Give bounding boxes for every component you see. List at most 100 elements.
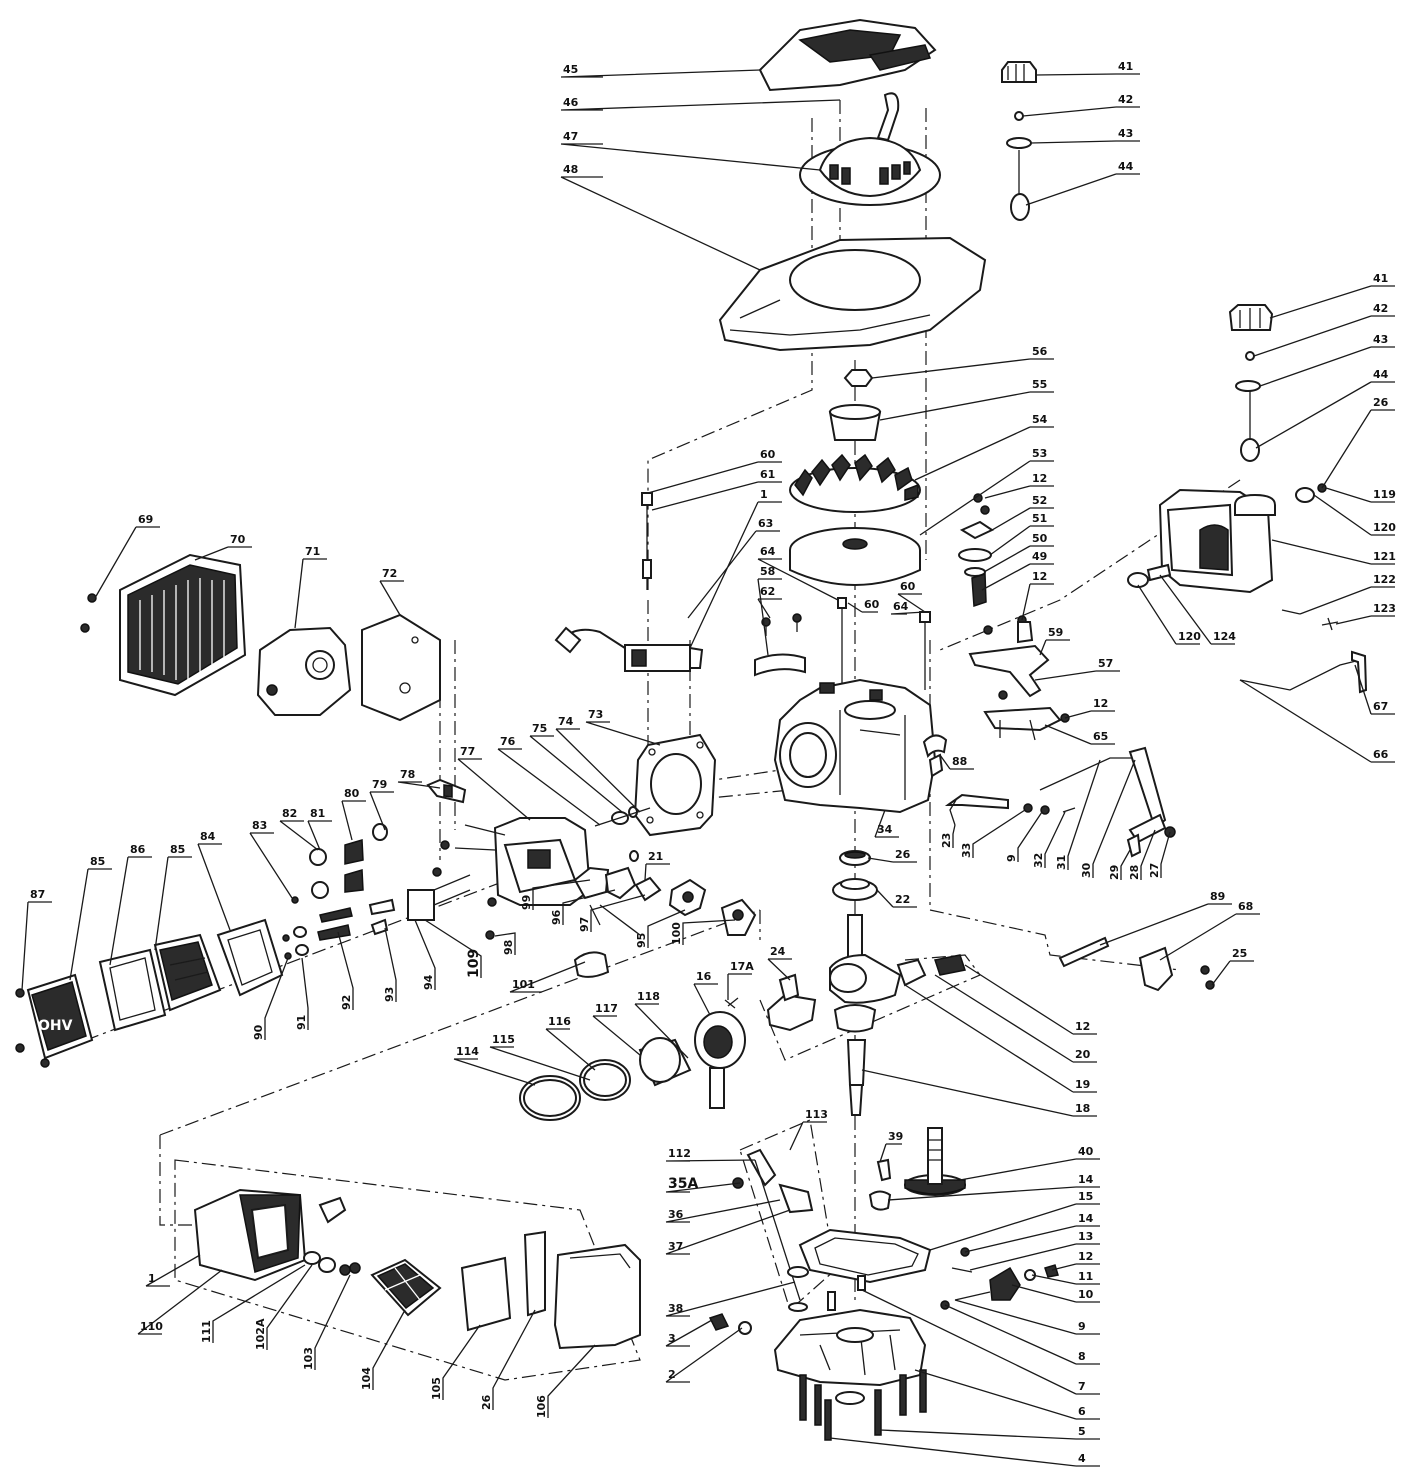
leader-line <box>264 957 289 1040</box>
leader-line <box>972 809 1026 858</box>
callout-95: 95 <box>635 909 686 948</box>
callout-37: 37 <box>665 1209 791 1255</box>
callout-78: 78 <box>397 768 441 789</box>
callout-number: 86 <box>130 843 146 856</box>
callout-number: 60 <box>864 598 880 611</box>
leader-line <box>879 391 1054 421</box>
callout-68: 68 <box>1159 900 1260 961</box>
callout-10: 10 <box>1011 1284 1100 1303</box>
gasket-84 <box>216 918 284 997</box>
callout-number: 56 <box>1032 345 1048 358</box>
callout-50: 50 <box>983 532 1054 573</box>
callout-28: 28 <box>1128 829 1156 880</box>
callout-61: 61 <box>651 468 782 511</box>
bracket-58 <box>754 653 806 677</box>
callout-number: 48 <box>563 163 578 176</box>
callout-5: 5 <box>879 1425 1100 1440</box>
callout-87: 87 <box>21 888 52 991</box>
leader-line <box>1044 811 1066 868</box>
leader-line <box>279 820 319 851</box>
callout-12: 12 <box>1064 697 1115 719</box>
callout-26: 26 <box>867 848 917 863</box>
callout-35A: 35A <box>665 1176 741 1193</box>
callout-41: 41 <box>1035 60 1140 76</box>
callout-24: 24 <box>767 945 792 981</box>
valve-springs <box>291 823 388 904</box>
callout-79: 79 <box>369 778 394 831</box>
callout-121: 121 <box>1271 539 1396 565</box>
leader-line <box>981 563 1054 591</box>
screws-62 <box>761 597 931 690</box>
callout-number: 22 <box>895 893 910 906</box>
leader-line <box>197 843 231 931</box>
callout-number: 24 <box>770 945 786 958</box>
callout-number: 75 <box>532 722 547 735</box>
callout-number: 97 <box>578 917 591 932</box>
callout-13: 13 <box>969 1230 1100 1271</box>
leader-line <box>665 1319 713 1347</box>
leader-line <box>647 909 686 948</box>
callout-25: 25 <box>1211 947 1254 986</box>
callout-64: 64 <box>757 545 839 601</box>
callout-number: 101 <box>512 978 535 991</box>
callout-number: 85 <box>90 855 105 868</box>
callout-41: 41 <box>1269 272 1395 319</box>
callout-number: 69 <box>138 513 153 526</box>
leader-line <box>494 932 516 955</box>
leader-line <box>562 889 616 925</box>
callout-21: 21 <box>644 850 670 881</box>
leader-line <box>644 863 670 881</box>
callout-81: 81 <box>307 807 332 851</box>
callout-46: 46 <box>560 96 841 111</box>
leader-line <box>154 856 192 951</box>
fuel-tank-121 <box>1127 483 1368 694</box>
callout-number: 77 <box>460 745 475 758</box>
callout-number: 38 <box>668 1302 683 1315</box>
leader-line <box>1031 1274 1100 1285</box>
callout-9: 9 <box>1005 811 1043 862</box>
leader-line <box>789 1121 827 1151</box>
leader-line <box>689 501 782 649</box>
leader-line <box>532 879 591 910</box>
callout-58: 58 <box>757 565 782 656</box>
callout-number: 62 <box>760 585 775 598</box>
callout-number: 67 <box>1373 700 1388 713</box>
callout-number: 76 <box>500 735 516 748</box>
callout-number: 43 <box>1118 127 1133 140</box>
callout-1: 1 <box>689 488 782 649</box>
leader-line <box>904 984 1097 1093</box>
leader-line <box>727 973 752 1000</box>
callout-number: 21 <box>648 850 663 863</box>
callout-number: 65 <box>1093 730 1108 743</box>
leader-line <box>944 1304 1100 1365</box>
callout-number: 93 <box>383 987 396 1002</box>
gasket-13 <box>798 1228 932 1284</box>
callout-26: 26 <box>1321 396 1395 489</box>
callout-number: 120 <box>1373 521 1396 534</box>
carburetor-parts <box>573 866 757 978</box>
callout-8: 8 <box>944 1304 1100 1365</box>
leader-line <box>919 460 1054 536</box>
callout-31: 31 <box>1055 759 1101 870</box>
leader-line <box>145 1254 201 1287</box>
callout-number: 70 <box>230 533 246 546</box>
callout-number: 40 <box>1078 1145 1094 1158</box>
callout-1: 1 <box>145 1254 201 1287</box>
leader-line <box>874 809 899 838</box>
callout-124: 124 <box>1159 574 1236 645</box>
leader-line <box>1325 487 1395 503</box>
callout-number: 80 <box>344 787 360 800</box>
callout-60: 60 <box>847 598 880 613</box>
callout-44: 44 <box>1025 160 1140 206</box>
callout-45: 45 <box>560 63 761 78</box>
callout-number: 81 <box>310 807 325 820</box>
callout-number: 49 <box>1032 550 1047 563</box>
spark-plug-78 <box>426 778 467 804</box>
leader-line <box>665 1327 743 1383</box>
callout-57: 57 <box>1034 657 1120 681</box>
ohv-logo-text: OHV <box>38 1018 73 1034</box>
callout-number: 50 <box>1032 532 1048 545</box>
callout-84: 84 <box>197 830 231 931</box>
leader-line <box>914 426 1054 481</box>
